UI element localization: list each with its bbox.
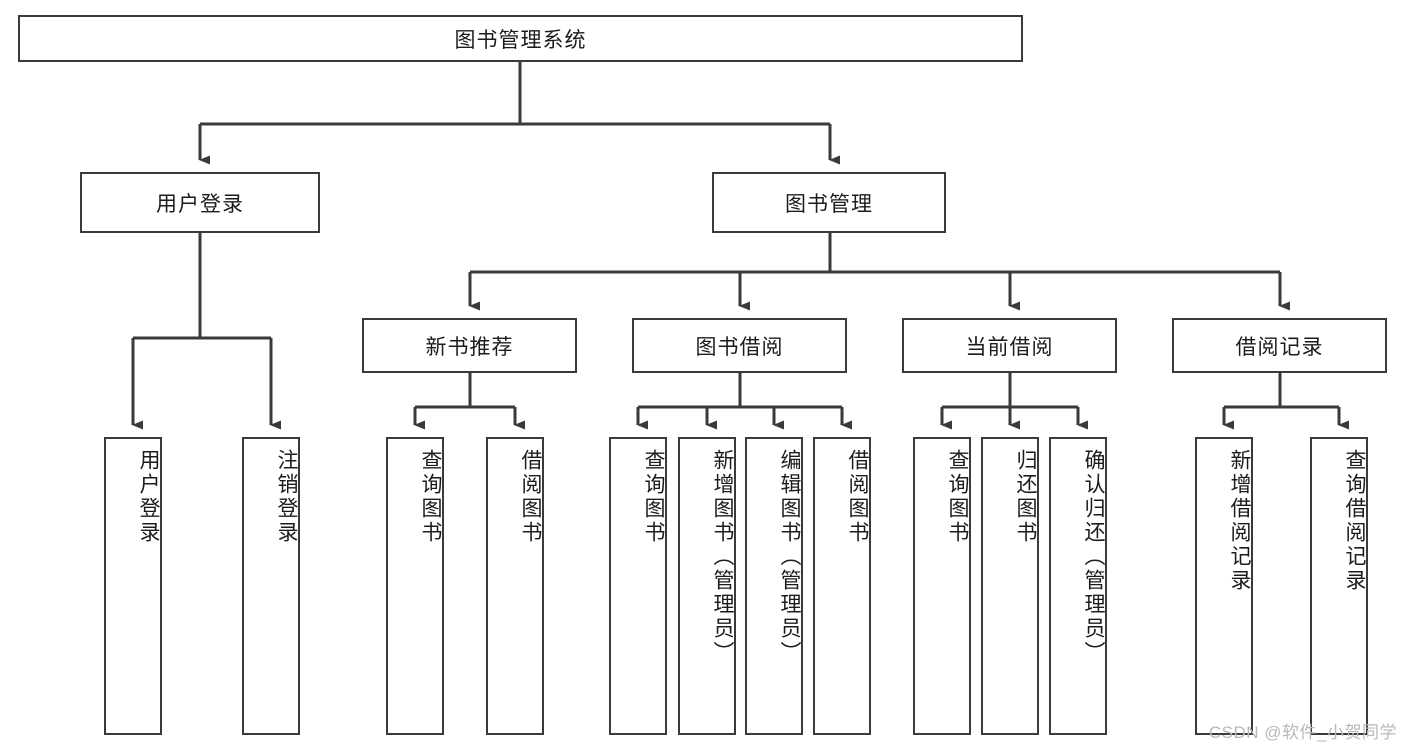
leaf-confirm-return-admin[interactable]: 确认归还（管理员） xyxy=(1049,437,1107,735)
node-label: 查询借阅记录 xyxy=(1343,449,1366,593)
node-label: 查询图书 xyxy=(946,449,969,545)
node-root[interactable]: 图书管理系统 xyxy=(18,15,1023,62)
node-book-management[interactable]: 图书管理 xyxy=(712,172,946,233)
leaf-logout[interactable]: 注销登录 xyxy=(242,437,300,735)
node-label: 查询图书 xyxy=(419,449,442,545)
leaf-add-borrow-record[interactable]: 新增借阅记录 xyxy=(1195,437,1253,735)
leaf-query-book-borrow[interactable]: 查询图书 xyxy=(609,437,667,735)
node-label: 借阅图书 xyxy=(519,449,542,545)
leaf-query-book-current[interactable]: 查询图书 xyxy=(913,437,971,735)
node-label: 注销登录 xyxy=(275,449,298,545)
watermark: CSDN @软件_小贺同学 xyxy=(1208,723,1397,742)
node-label: 确认归还（管理员） xyxy=(1082,449,1105,665)
leaf-add-book-admin[interactable]: 新增图书（管理员） xyxy=(678,437,736,735)
node-borrow-record[interactable]: 借阅记录 xyxy=(1172,318,1387,373)
leaf-borrow-book[interactable]: 借阅图书 xyxy=(813,437,871,735)
node-label: 图书管理系统 xyxy=(454,28,587,52)
node-label: 归还图书 xyxy=(1014,449,1037,545)
node-label: 查询图书 xyxy=(642,449,665,545)
leaf-query-borrow-record[interactable]: 查询借阅记录 xyxy=(1310,437,1368,735)
node-label: 新增图书（管理员） xyxy=(711,449,734,665)
leaf-user-login[interactable]: 用户登录 xyxy=(104,437,162,735)
node-label: 新书推荐 xyxy=(425,335,514,359)
node-label: 新增借阅记录 xyxy=(1228,449,1251,593)
node-label: 用户登录 xyxy=(156,192,244,216)
node-current-borrow[interactable]: 当前借阅 xyxy=(902,318,1117,373)
node-label: 图书管理 xyxy=(785,192,873,216)
node-label: 借阅图书 xyxy=(846,449,869,545)
node-label: 编辑图书（管理员） xyxy=(778,449,801,665)
leaf-edit-book-admin[interactable]: 编辑图书（管理员） xyxy=(745,437,803,735)
node-user-login[interactable]: 用户登录 xyxy=(80,172,320,233)
leaf-query-book-recommend[interactable]: 查询图书 xyxy=(386,437,444,735)
leaf-return-book[interactable]: 归还图书 xyxy=(981,437,1039,735)
node-label: 图书借阅 xyxy=(695,335,784,359)
node-label: 借阅记录 xyxy=(1235,335,1324,359)
node-book-borrow[interactable]: 图书借阅 xyxy=(632,318,847,373)
node-new-book-recommend[interactable]: 新书推荐 xyxy=(362,318,577,373)
node-label: 当前借阅 xyxy=(965,335,1054,359)
node-label: 用户登录 xyxy=(137,449,160,545)
leaf-borrow-book-recommend[interactable]: 借阅图书 xyxy=(486,437,544,735)
